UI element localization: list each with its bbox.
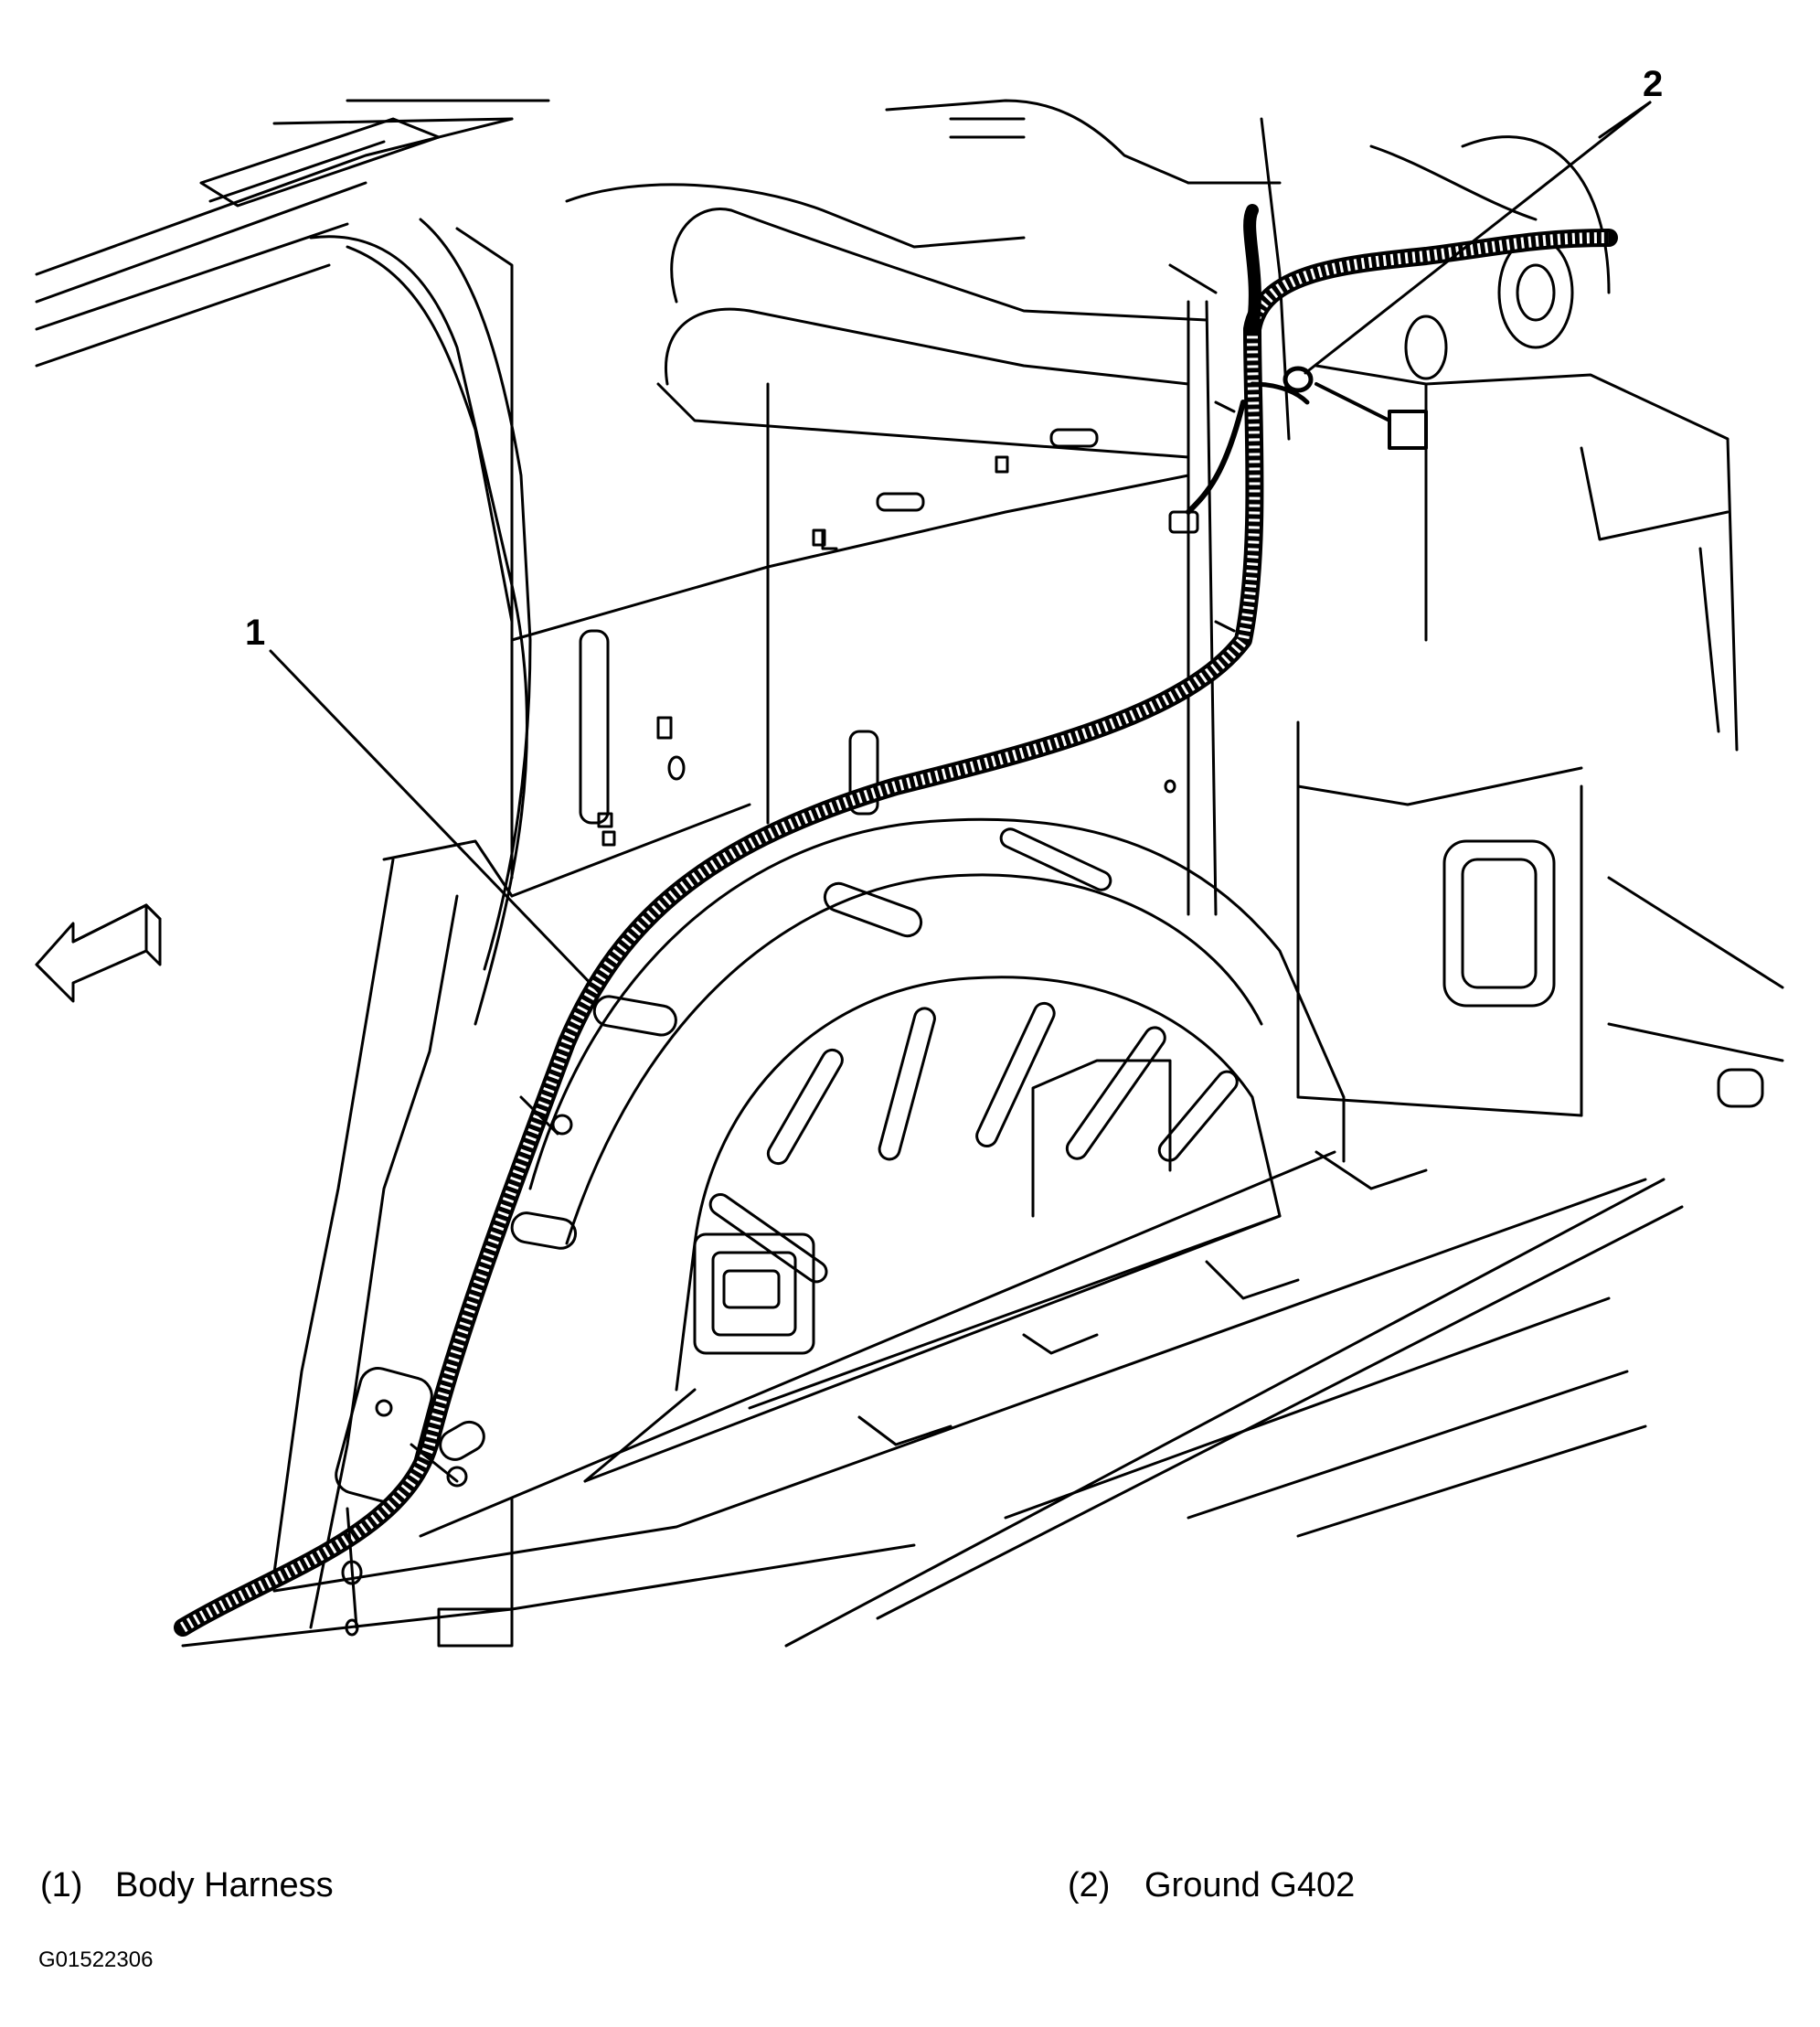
- legend-label: Ground G402: [1144, 1866, 1356, 1904]
- rear-shelf-trim: [565, 99, 1291, 459]
- front-direction-arrow-icon: [35, 903, 162, 1003]
- harness-routing-illustration: [35, 99, 1784, 1648]
- inner-quarter-panel: [510, 300, 1218, 916]
- right-structure: [1296, 135, 1784, 1117]
- legend-number: (2): [1068, 1866, 1111, 1904]
- legend-label: Body Harness: [115, 1866, 334, 1904]
- leader-line-2: [1304, 101, 1652, 375]
- ground-g402: [1214, 366, 1428, 633]
- legend-item-body-harness: (1) Body Harness: [40, 1868, 334, 1903]
- leader-lines: [269, 101, 1652, 994]
- quarter-pillar: [272, 218, 532, 1629]
- wheelhouse: [335, 817, 1346, 1611]
- legend-item-ground-g402: (2) Ground G402: [1068, 1868, 1355, 1903]
- body-harness: [174, 204, 1618, 1637]
- leader-line-1: [269, 649, 601, 994]
- callout-number-2: 2: [1643, 64, 1664, 104]
- roof-rail: [35, 99, 550, 368]
- harness-clips: [341, 1095, 573, 1637]
- legend-number: (1): [40, 1866, 83, 1904]
- figure-id: G01522306: [38, 1947, 154, 1972]
- cargo-floor: [181, 1150, 1684, 1648]
- callout-number-1: 1: [245, 613, 266, 653]
